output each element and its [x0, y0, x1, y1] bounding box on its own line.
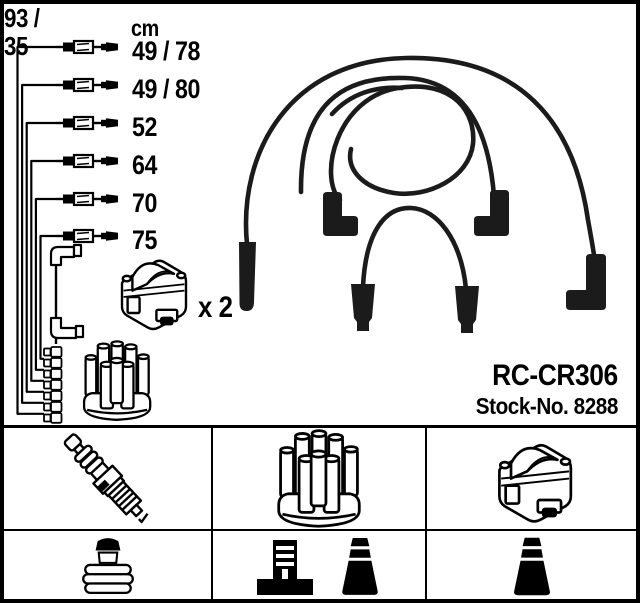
- cable-length-label: 49 / 78: [132, 36, 201, 66]
- legend-cell-distributor-cap: [213, 428, 427, 531]
- cable-row-icon: [54, 153, 120, 169]
- cable-length-schematic: [16, 39, 188, 424]
- cable-length-label: 70: [132, 188, 157, 218]
- coil-wire-length-line1: 93 /: [4, 3, 40, 33]
- cable-row-icon: [54, 77, 120, 93]
- coil-wire-length-label: 93 / 35: [4, 4, 548, 60]
- stock-number: Stock-No. 8288: [475, 393, 619, 419]
- legend-cell-boot: [427, 531, 636, 599]
- boot-silhouette-icon: [513, 537, 550, 595]
- cable-row-icon: [54, 115, 120, 131]
- distributor-terminal-stack: [43, 346, 63, 424]
- coil-wire-length-line2: 35: [4, 31, 29, 61]
- distributor-cap-icon: [82, 340, 152, 421]
- cable-row-icon: [54, 228, 120, 244]
- cone-boot: [455, 286, 479, 333]
- cable-curve: [329, 85, 405, 117]
- ignition-cable-kit-drawing: [16, 39, 606, 424]
- plug-boot-connector-icon: [81, 537, 134, 594]
- cable-curve: [298, 75, 497, 199]
- cable-length-label: 64: [132, 150, 157, 180]
- legend-cell-spark-plug: [4, 428, 213, 531]
- cone-boot: [351, 284, 375, 331]
- elbow-boot: [474, 190, 509, 236]
- ignition-coil-icon: [120, 259, 188, 331]
- legend-cell-terminal-and-boot: [213, 531, 427, 599]
- lead-lines: [16, 45, 56, 415]
- cable-row-icon: [54, 191, 120, 207]
- cable-length-label: 75: [132, 225, 157, 255]
- elbow-boot: [566, 254, 606, 310]
- part-number: RC-CR306: [492, 359, 618, 392]
- coil-quantity-label: x 2: [198, 291, 233, 324]
- cable-length-label: 52: [132, 112, 157, 142]
- cable-length-label: 49 / 80: [132, 74, 201, 104]
- coil-wire-icon: [49, 243, 85, 344]
- boot-silhouette-icon: [342, 537, 378, 595]
- unit-header: cm: [131, 15, 159, 41]
- distributor-terminal-icon: [257, 539, 313, 595]
- distributor-cap-icon: [277, 428, 361, 528]
- elbow-boot: [323, 192, 358, 236]
- cable-curve: [243, 55, 598, 265]
- component-legend-grid: [4, 425, 636, 599]
- legend-cell-ignition-coil: [427, 428, 636, 531]
- cable-curve: [328, 84, 476, 203]
- cable-set-photo: [239, 55, 606, 333]
- cable-curve: [360, 205, 469, 292]
- straight-boot: [239, 242, 256, 311]
- spark-plug-icon: [63, 432, 149, 523]
- ignition-coil-icon: [497, 443, 572, 523]
- legend-cell-plug-boot-connector: [4, 531, 213, 599]
